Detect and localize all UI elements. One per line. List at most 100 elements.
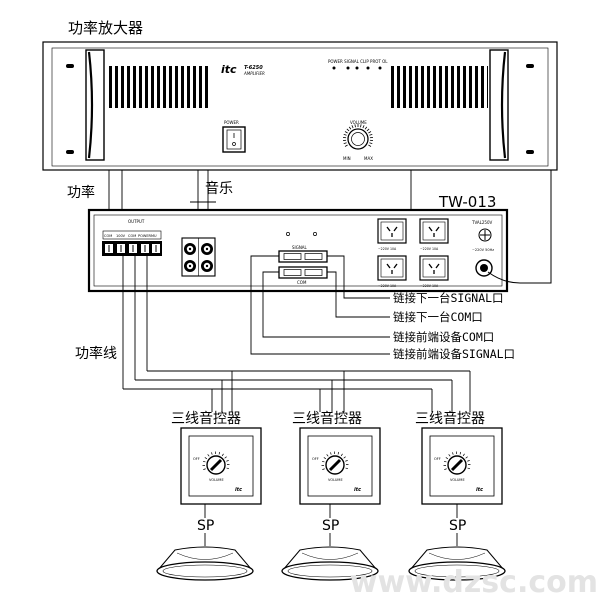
port-led <box>313 232 317 236</box>
controller-tick <box>330 452 332 455</box>
controller-label-3: 三线音控器 <box>415 410 485 427</box>
callout-front-signal: 链接前端设备SIGNAL口 <box>393 347 515 361</box>
ac-outlet <box>419 255 449 281</box>
controller-tick <box>211 452 213 455</box>
controller-tick <box>467 467 471 470</box>
port-wires <box>250 255 390 355</box>
controller-tick <box>444 468 447 470</box>
controller-tick <box>467 460 470 462</box>
controller-knob-pointer <box>450 458 464 472</box>
rack-hole <box>66 150 74 154</box>
left-handle <box>85 49 105 161</box>
controller-face <box>307 435 373 497</box>
controller-tick <box>465 456 468 459</box>
power-cord-core <box>480 264 488 272</box>
power-led <box>332 66 336 70</box>
terminal-group-label: OUTPUT <box>128 219 145 224</box>
speaker-label: SP <box>322 518 339 534</box>
controller-off-label: OFF <box>312 457 319 461</box>
ac-outlet <box>377 218 407 244</box>
outlet-slot <box>393 263 398 269</box>
terminal-label: MU <box>151 234 157 238</box>
terminal-label: 100V <box>116 234 126 238</box>
controller-volume-label: VOLUME <box>328 478 343 482</box>
terminal-label: POWER <box>138 234 152 238</box>
rca-jack-pin <box>188 247 192 251</box>
ac-outlet-face <box>380 258 404 278</box>
com-port-label: COM <box>297 280 307 285</box>
volume-knob[interactable] <box>347 128 369 150</box>
controller-tick <box>202 460 206 463</box>
module-inner-frame <box>93 214 503 287</box>
com-port-b <box>304 269 323 276</box>
volume-tick <box>348 126 352 130</box>
power-line-label: 功率线 <box>75 345 117 362</box>
rack-hole <box>526 150 534 154</box>
ac-outlets: ~220V 10A~220V 10A~220V 10A~220V 10A <box>377 218 449 288</box>
power-switch[interactable] <box>222 126 246 153</box>
speaker-inner-rim <box>414 564 500 578</box>
controller-knob-pointer <box>328 458 342 472</box>
controller-tick <box>345 467 349 470</box>
speaker-label: SP <box>197 518 214 534</box>
volume-tick <box>344 131 348 134</box>
outlet-slot <box>435 263 440 269</box>
terminal-screw-slots <box>108 245 157 252</box>
fuse-spec-label: TVAL250V <box>471 220 493 225</box>
outlet-rating: ~220V 10A <box>420 247 439 251</box>
volume-tick <box>351 125 354 129</box>
controller-face <box>188 435 254 497</box>
terminal-label: COM <box>104 234 112 238</box>
signal-port-b <box>304 253 323 260</box>
right-vent <box>388 66 488 108</box>
amplifier-inner-frame <box>51 47 549 167</box>
front-signal-wire <box>250 255 390 355</box>
controller-face <box>429 435 495 497</box>
rca-jack-pin <box>205 264 209 268</box>
controller-tick <box>224 456 227 459</box>
port-led <box>286 232 290 236</box>
controller-tick <box>445 457 449 460</box>
callout-next-signal: 链接下一台SIGNAL口 <box>393 291 504 305</box>
outlet-slot <box>428 226 433 232</box>
right-handle <box>489 49 509 161</box>
rack-hole <box>66 64 74 68</box>
clip-led <box>355 66 359 70</box>
volume-tick <box>344 144 348 147</box>
outlet-rating: ~220V 10A <box>378 247 397 251</box>
amplifier-subtitle: AMPLIFIER <box>243 71 265 76</box>
speaker-shade <box>301 552 359 560</box>
mains-spec-label: ~220V 50Hz <box>472 248 494 252</box>
controller-tick <box>207 454 210 457</box>
controller-tick <box>322 468 325 470</box>
controller-tick <box>452 452 454 455</box>
volume-label: VOLUME <box>350 120 367 125</box>
controller-brand: itc <box>476 487 483 493</box>
outlet-rating: ~220V 10A <box>420 284 439 288</box>
controller-off-label: OFF <box>434 457 441 461</box>
controller-tick <box>321 460 325 463</box>
com-port-pair[interactable] <box>278 266 328 279</box>
volume-knob-cap <box>351 132 365 146</box>
power-switch-label: POWER <box>224 120 239 125</box>
power-off-mark <box>232 142 236 146</box>
amplifier-brand: itc <box>221 63 237 76</box>
volume-max-label: MAX <box>364 156 373 161</box>
controller-tick <box>345 460 348 462</box>
amplifier-heading: 功率放大器 <box>68 19 143 37</box>
speaker-label: SP <box>449 518 466 534</box>
controller-tick <box>448 454 451 457</box>
volume-tick <box>362 125 365 129</box>
outlet-slot <box>386 226 391 232</box>
volume-tick <box>360 124 362 128</box>
ac-outlet-face <box>422 258 446 278</box>
controller-tick <box>203 468 206 470</box>
power-cord <box>487 170 552 284</box>
signal-port-pair[interactable] <box>278 250 328 263</box>
controller-brand: itc <box>235 487 242 493</box>
indicator-labels: POWER SIGNAL CLIP PROT OL <box>328 59 388 64</box>
outlet-slot <box>435 226 440 232</box>
speaker-inner-rim <box>162 564 248 578</box>
